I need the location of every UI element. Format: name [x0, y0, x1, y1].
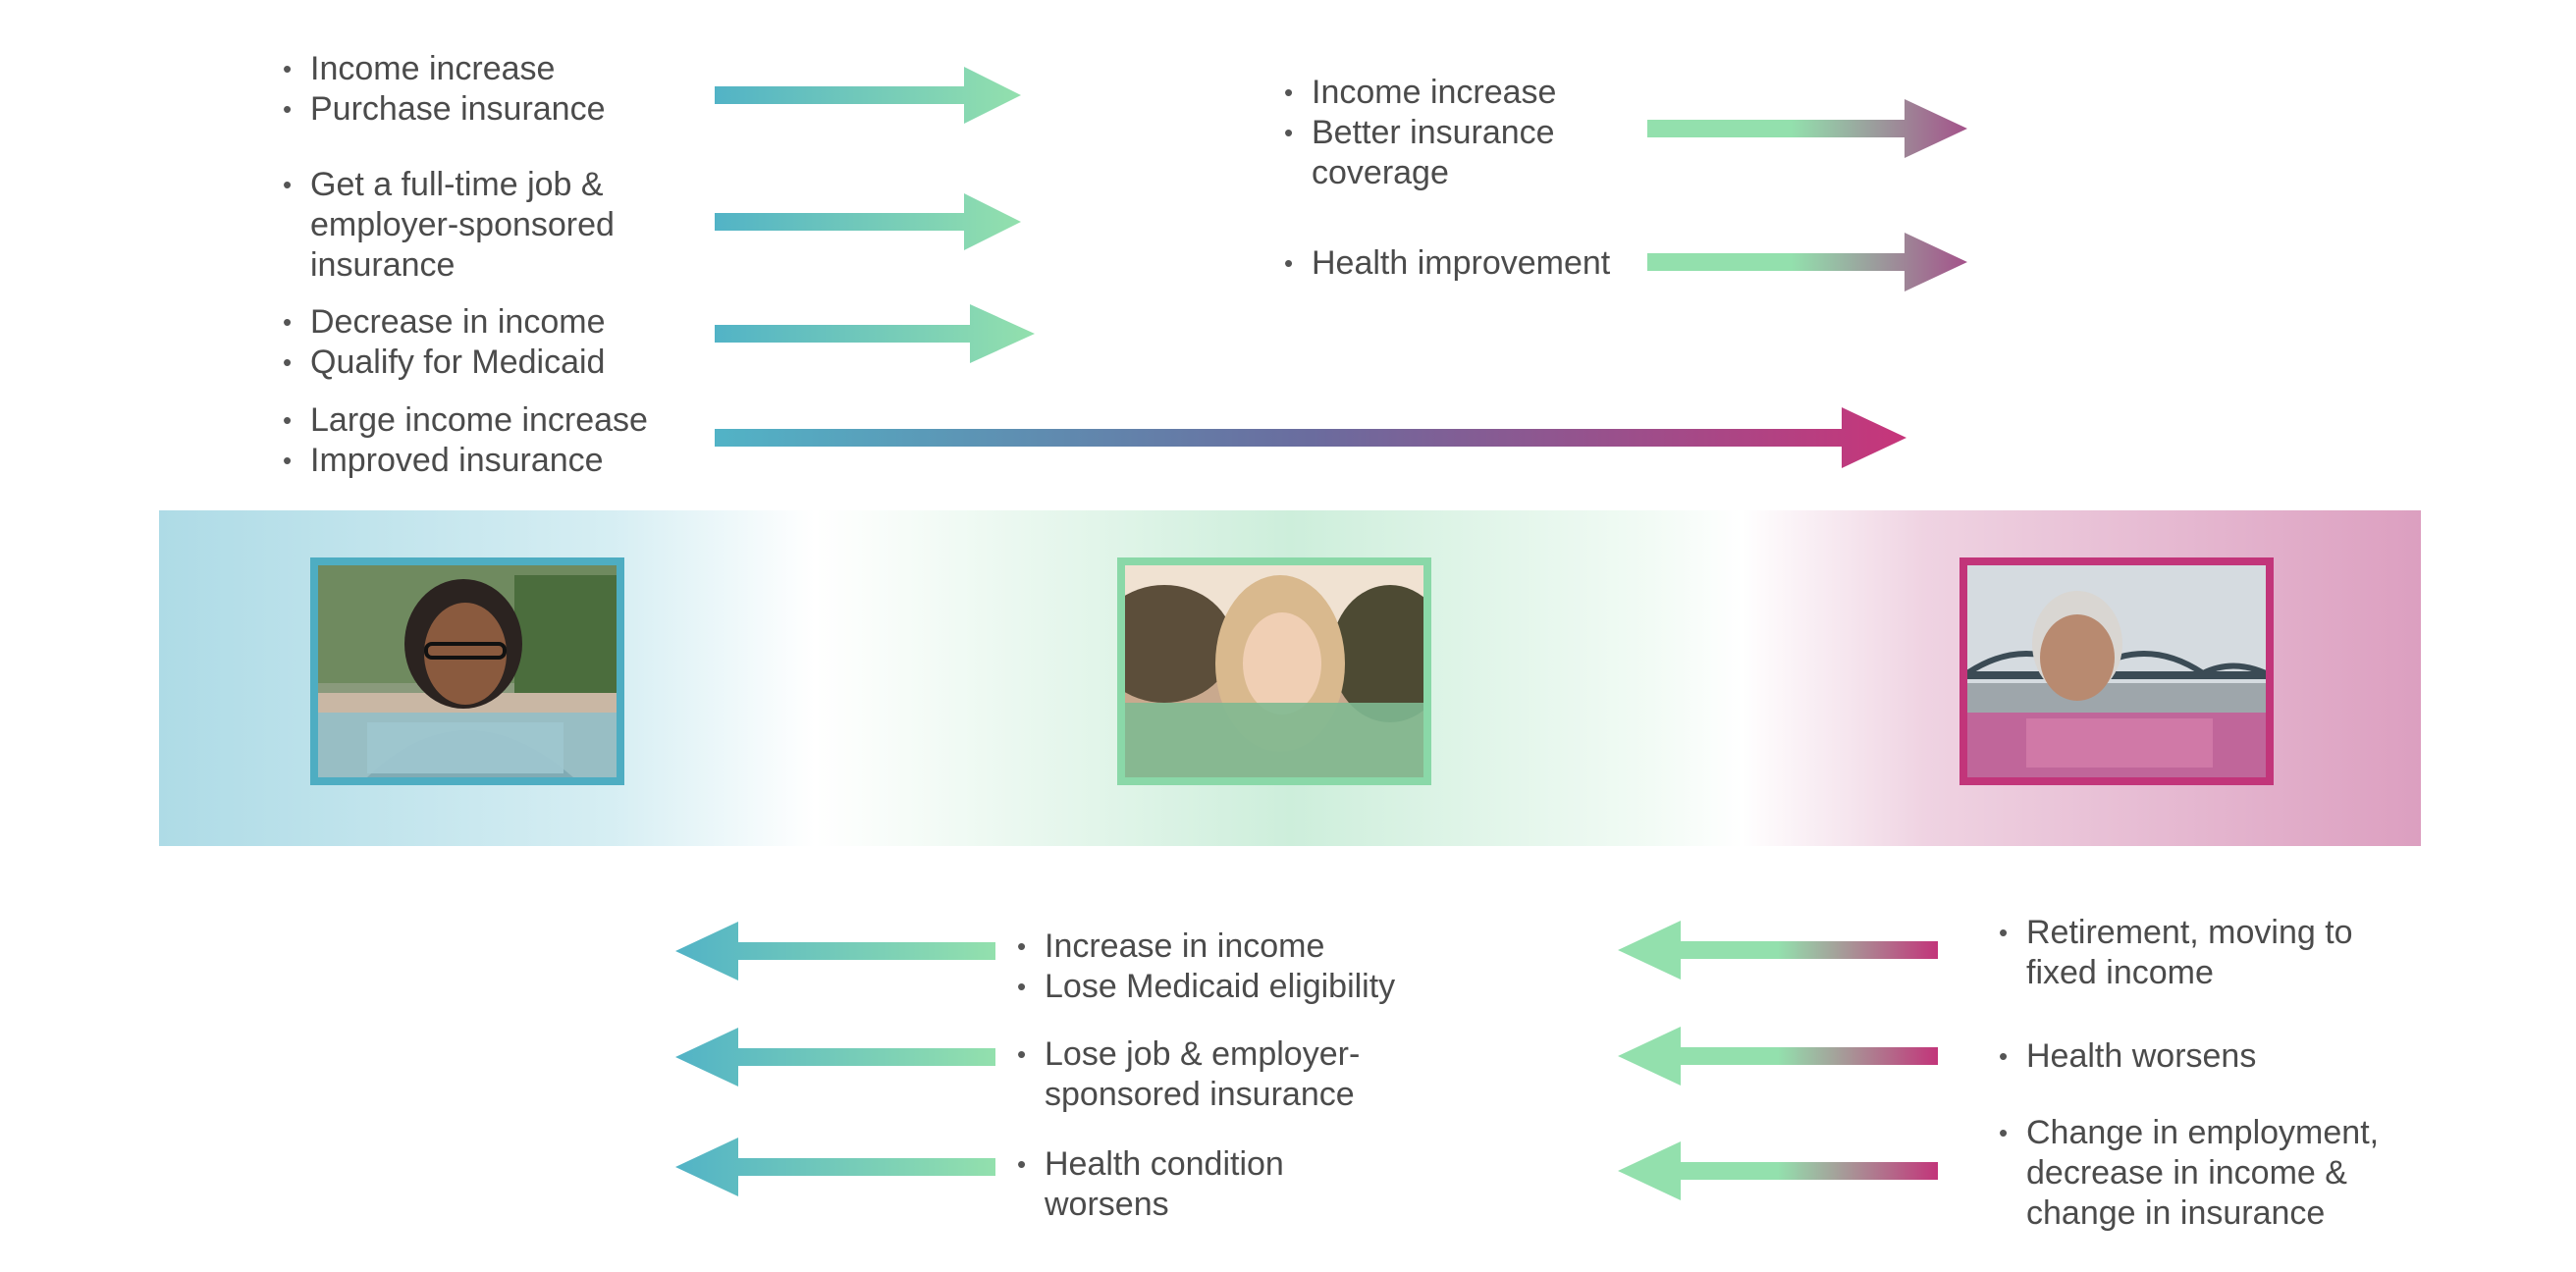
list-item: Health improvement — [1284, 243, 1610, 284]
arrow-left-2 — [675, 1028, 995, 1086]
lower-middle-group-1: Increase in income Lose Medicaid eligibi… — [1017, 927, 1395, 1007]
list-item: Lose job & employer- — [1017, 1034, 1360, 1075]
list-item: Income increase — [1284, 73, 1556, 113]
list-item-continuation: worsens — [1045, 1186, 1169, 1223]
arrow-right-3 — [715, 304, 1035, 363]
lower-right-group-3: Change in employment, decrease in income… — [1999, 1113, 2379, 1234]
upper-right-group-1: Income increase Better insurance coverag… — [1284, 73, 1556, 193]
lower-right-group-2: Health worsens — [1999, 1036, 2256, 1077]
upper-left-group-1: Income increase Purchase insurance — [283, 49, 606, 130]
person-photo-2 — [1117, 557, 1431, 785]
arrow-left-5 — [1618, 1027, 1938, 1086]
older-man-photo-icon — [1967, 565, 2266, 777]
upper-left-group-3: Decrease in income Qualify for Medicaid — [283, 302, 605, 383]
list-item: Improved insurance — [283, 441, 648, 481]
arrow-right-5 — [1647, 233, 1967, 292]
woman-with-glasses-photo-icon — [318, 565, 617, 777]
upper-left-group-2: Get a full-time job & employer-sponsored… — [283, 165, 615, 286]
list-item: Get a full-time job & — [283, 165, 615, 205]
arrow-right-4 — [1647, 99, 1967, 158]
list-item-continuation: decrease in income & — [2026, 1154, 2347, 1192]
list-item: Better insurance — [1284, 113, 1556, 153]
list-item: Income increase — [283, 49, 606, 89]
list-item-continuation: change in insurance — [2026, 1194, 2326, 1232]
list-item: Large income increase — [283, 400, 648, 441]
list-item-continuation: employer-sponsored — [310, 206, 615, 243]
upper-right-group-2: Health improvement — [1284, 243, 1610, 284]
lower-right-group-1: Retirement, moving to fixed income — [1999, 913, 2353, 993]
list-item: Increase in income — [1017, 927, 1395, 967]
list-item: Retirement, moving to — [1999, 913, 2353, 953]
list-item-continuation: coverage — [1312, 154, 1449, 191]
arrow-right-long — [715, 407, 1906, 468]
arrow-left-3 — [675, 1138, 995, 1196]
blonde-woman-photo-icon — [1125, 565, 1423, 777]
arrow-left-6 — [1618, 1141, 1938, 1200]
list-item-continuation: insurance — [310, 246, 456, 284]
upper-left-group-4: Large income increase Improved insurance — [283, 400, 648, 481]
list-item: Lose Medicaid eligibility — [1017, 967, 1395, 1007]
list-item: Change in employment, — [1999, 1113, 2379, 1153]
list-item-continuation: fixed income — [2026, 954, 2214, 991]
arrow-right-2 — [715, 193, 1021, 250]
arrow-left-4 — [1618, 921, 1938, 980]
list-item: Decrease in income — [283, 302, 605, 343]
lower-middle-group-3: Health condition worsens — [1017, 1144, 1284, 1225]
person-photo-1 — [310, 557, 624, 785]
list-item: Health worsens — [1999, 1036, 2256, 1077]
list-item: Purchase insurance — [283, 89, 606, 130]
arrow-right-1 — [715, 67, 1021, 124]
arrow-left-1 — [675, 922, 995, 980]
lower-middle-group-2: Lose job & employer- sponsored insurance — [1017, 1034, 1360, 1115]
list-item: Qualify for Medicaid — [283, 343, 605, 383]
list-item: Health condition — [1017, 1144, 1284, 1185]
list-item-continuation: sponsored insurance — [1045, 1076, 1355, 1113]
person-photo-3 — [1959, 557, 2274, 785]
